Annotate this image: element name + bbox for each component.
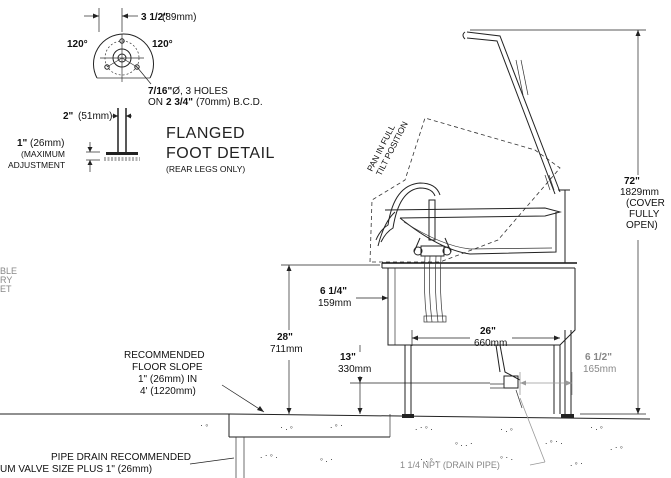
drain-pipe-label: 1 1/4 NPT (DRAIN PIPE): [400, 460, 500, 470]
svg-text:. · ◦: . · ◦: [610, 442, 623, 452]
holes-text: Ø, 3 HOLES: [172, 86, 228, 97]
svg-text:· . ◦: · . ◦: [280, 422, 293, 432]
dimension-6-1-4-lip-offset: 6 1/4" 159mm: [318, 270, 389, 309]
svg-text:· ◦: · ◦: [200, 420, 208, 430]
dimension-6-1-2-drain-offset: 6 1/2" 165mm: [519, 352, 616, 395]
dimension-28-pour-height: 28" 711mm: [270, 264, 380, 414]
svg-text:. · ◦ .: . · ◦ .: [260, 450, 278, 460]
holes-size: 7/16": [148, 86, 172, 97]
foot-detail-title-line2: FOOT DETAIL: [166, 145, 275, 162]
bcd-size: 2 3/4": [166, 97, 193, 108]
adj-note-line2: ADJUSTMENT: [8, 160, 65, 170]
lip-offset-mm: 159mm: [318, 298, 351, 309]
adj-note-line1: (MAXIMUM: [21, 149, 65, 159]
floor-slope-line3: 1" (26mm) IN: [138, 374, 197, 385]
drain-height-mm: 330mm: [338, 364, 371, 375]
pour-height-mm: 711mm: [270, 344, 303, 355]
depth-mm: 660mm: [474, 338, 507, 349]
dimension-13-drain-height: 13" 330mm: [338, 345, 490, 414]
lip-offset-value: 6 1/4": [320, 286, 347, 297]
floor-slope-line4: 4' (1220mm): [140, 386, 196, 397]
pipe-drain-line1: PIPE DRAIN RECOMMENDED: [51, 452, 191, 463]
width-dim-value: 2": [63, 111, 74, 122]
top-dim-value: 3 1/2": [141, 12, 168, 23]
bcd-text: (70mm) B.C.D.: [196, 97, 263, 108]
tilt-kettle-elevation: PAN IN FULL TILT POSITION: [365, 31, 577, 418]
pipe-drain-note: PIPE DRAIN RECOMMENDED UM VALVE SIZE PLU…: [0, 452, 235, 475]
drain-pipe-callout: 1 1/4 NPT (DRAIN PIPE): [400, 397, 546, 470]
holes-callout: 7/16"Ø, 3 HOLES: [148, 86, 228, 97]
floor-section: . · ◦ . ◦ . . · · . ◦ . ◦ · . · . ◦ . · …: [0, 413, 651, 478]
foot-detail-subtitle: (REAR LEGS ONLY): [166, 164, 245, 174]
partial-left-line3: ET: [0, 284, 12, 294]
dimension-26-depth: 26" 660mm: [411, 326, 560, 349]
floor-slope-note: RECOMMENDED FLOOR SLOPE 1" (26mm) IN 4' …: [124, 350, 265, 413]
top-dim-mm: (89mm): [162, 12, 196, 23]
pan-tilt-label: PAN IN FULL TILT POSITION: [365, 120, 410, 178]
svg-text:◦ . . ·: ◦ . . ·: [455, 438, 473, 448]
concrete-hatch: . · ◦ . ◦ . . · · . ◦ . ◦ · . · . ◦ . · …: [200, 420, 623, 468]
svg-text:. ◦ ·: . ◦ ·: [330, 420, 343, 430]
drain-height-value: 13": [340, 352, 356, 363]
floor-slope-line1: RECOMMENDED: [124, 350, 205, 361]
foot-detail-title-line1: FLANGED: [166, 125, 245, 142]
adj-dim-value: 1": [17, 138, 28, 149]
svg-text:. ◦ · .: . ◦ · .: [545, 436, 563, 446]
pour-height-value: 28": [277, 332, 293, 343]
bcd-prefix: ON: [148, 97, 163, 108]
width-dim-mm: (51mm): [78, 111, 112, 122]
svg-text:· . ◦: · . ◦: [590, 422, 603, 432]
height-total-mm: 1829mm: [620, 187, 659, 198]
height-note-line2: FULLY: [629, 209, 660, 220]
adj-dim-mm: (26mm): [30, 138, 64, 149]
angle-left: 120°: [67, 39, 88, 50]
depth-value: 26": [480, 326, 496, 337]
svg-text:. ◦ ·: . ◦ ·: [570, 458, 583, 468]
floor-slope-line2: FLOOR SLOPE: [132, 362, 203, 373]
partial-left-line2: RY: [0, 275, 12, 285]
svg-text:◦ . ·: ◦ . ·: [320, 454, 333, 464]
partial-left-note: BLE RY ET: [0, 266, 17, 294]
dimension-72-total-height: 72" 1829mm (COVER FULLY OPEN): [470, 29, 665, 415]
drain-offset-value: 6 1/2": [585, 352, 612, 363]
height-note-line3: OPEN): [626, 220, 658, 231]
height-note-line1: (COVER: [626, 198, 665, 209]
angle-right: 120°: [152, 39, 173, 50]
svg-text:· . ◦ .: · . ◦ .: [420, 454, 438, 464]
svg-text:· . ◦: · . ◦: [500, 424, 513, 434]
partial-left-line1: BLE: [0, 266, 17, 276]
foot-detail-side-view: 2" (51mm) 1" (26mm) (MAXIMUM ADJUSTMENT …: [8, 108, 275, 174]
svg-text:. · ◦ .: . · ◦ .: [415, 422, 433, 432]
drain-offset-mm: 165mm: [583, 364, 616, 375]
svg-text:◦ · .: ◦ · .: [500, 452, 513, 462]
foot-detail-plan-view: 3 1/2" (89mm) 120° 120° 7/16"Ø, 3 HOLES …: [67, 8, 263, 108]
height-total-value: 72": [624, 176, 640, 187]
pipe-drain-line2: UM VALVE SIZE PLUS 1" (26mm): [0, 464, 152, 475]
